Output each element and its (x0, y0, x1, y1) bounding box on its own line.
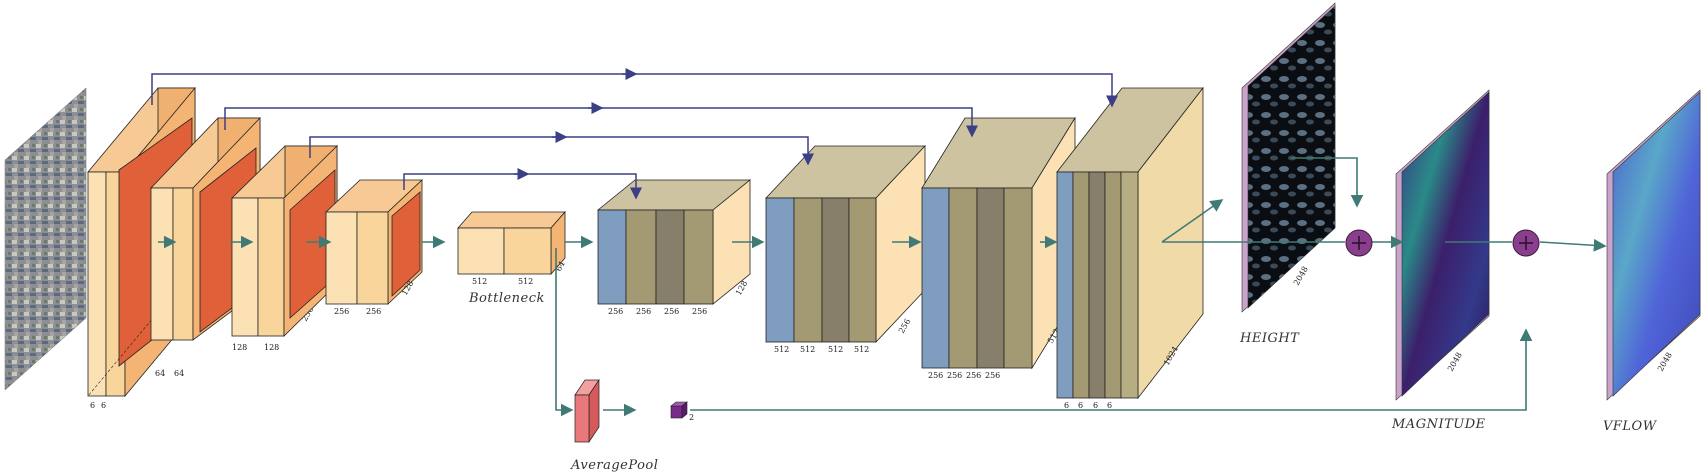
magnitude-label: MAGNITUDE (1391, 417, 1486, 432)
dec1-dim-4: 256 (692, 307, 707, 316)
dec4-dim-4: 6 (1107, 401, 1112, 410)
dec4-dim-1: 6 (1064, 401, 1069, 410)
decoder-block-4 (1056, 86, 1204, 400)
dec3-dim-1: 256 (928, 371, 943, 380)
enc1-dim-1: 6 (90, 401, 95, 410)
dec3-dim-3: 256 (966, 371, 981, 380)
dec2-dim-2: 512 (800, 345, 815, 354)
encoder-block-3 (231, 145, 338, 337)
bottleneck-label: Bottleneck (468, 291, 545, 306)
height-label: HEIGHT (1239, 331, 1300, 346)
encoder-block-4 (324, 179, 424, 305)
enc1-dim-2: 6 (101, 401, 106, 410)
enc3-dim-1: 256 (334, 307, 349, 316)
main-flow-arrows (158, 157, 1607, 417)
enc3-dim-2: 256 (366, 307, 381, 316)
sum-node-height (1345, 229, 1373, 257)
dec2-dim-3: 512 (828, 345, 843, 354)
decoder-block-2 (765, 144, 926, 344)
dec2-dim-5: 256 (897, 317, 912, 335)
bottleneck-dim-3: 64 (554, 260, 567, 273)
bottleneck-dim-1: 512 (472, 277, 487, 286)
dec2-dim-4: 512 (854, 345, 869, 354)
magnitude-dim: 2048 (1446, 351, 1464, 373)
dec4-dim-2: 6 (1078, 401, 1083, 410)
bottleneck-dim-2: 512 (518, 277, 533, 286)
dec3-dim-2: 256 (947, 371, 962, 380)
average-pool-label: AveragePool (570, 458, 658, 473)
decoder-block-1 (596, 179, 752, 305)
vflow-output-map (1606, 89, 1701, 401)
dec1-dim-2: 256 (636, 307, 651, 316)
vflow-label: VFLOW (1603, 419, 1658, 434)
sum-node-magnitude (1512, 229, 1540, 257)
dec4-dim-3: 6 (1093, 401, 1098, 410)
pooled-vector-cube (670, 401, 688, 419)
dec1-dim-3: 256 (664, 307, 679, 316)
enc2-dim-2: 128 (264, 343, 279, 352)
dec2-dim-1: 512 (774, 345, 789, 354)
enc1-dim-4: 64 (174, 369, 184, 378)
dec1-dim-1: 256 (608, 307, 623, 316)
magnitude-output-map (1395, 89, 1490, 401)
vflow-dim: 2048 (1656, 351, 1674, 373)
skip-connections (151, 68, 1118, 200)
pooled-vector-dim: 2 (689, 413, 694, 422)
average-pool-block (574, 378, 600, 444)
enc2-dim-1: 128 (232, 343, 247, 352)
height-output-map (1241, 2, 1336, 313)
dec3-dim-4: 256 (985, 371, 1000, 380)
bottleneck-block (457, 210, 566, 276)
input-image (4, 87, 87, 391)
height-dim: 2048 (1292, 265, 1310, 287)
enc1-dim-3: 64 (155, 369, 165, 378)
